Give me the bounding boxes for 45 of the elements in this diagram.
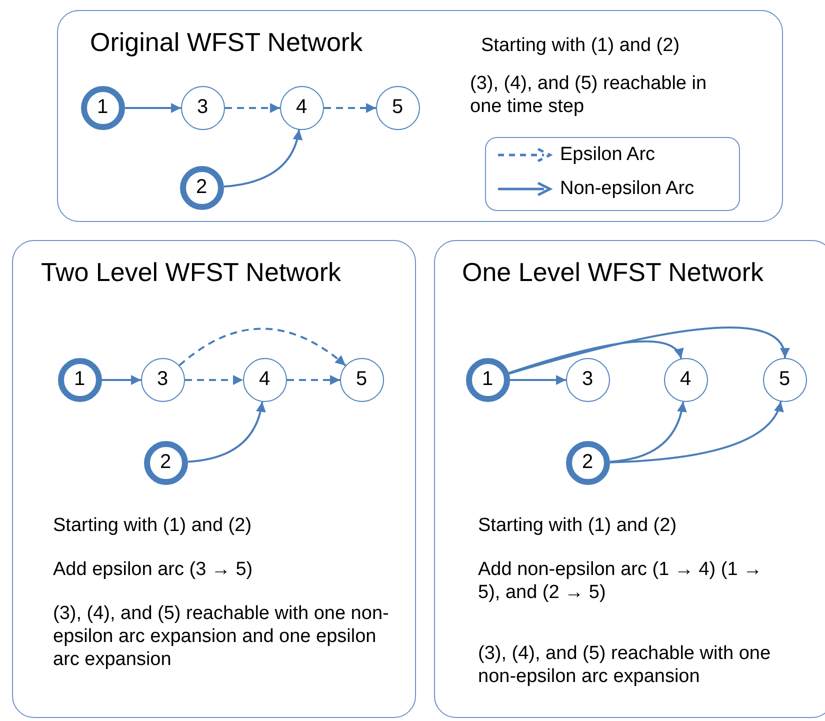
arrow [102,375,141,385]
panel-title: Two Level WFST Network [41,257,342,288]
panel-title: One Level WFST Network [462,257,765,288]
arrow [188,402,266,463]
arrow [510,375,566,385]
arrow [508,326,788,375]
state-circle: 4 [242,358,286,402]
arrow [224,130,302,188]
state-circle: 5 [340,358,384,402]
state-circle: 3 [140,358,184,402]
description-text: Add non-epsilon arc (1 → 4) (1 → 5), and (2 → 5) [478,559,764,605]
arrow [610,401,783,464]
legend-text: Epsilon Arc [560,144,656,166]
state-circle: 1 [466,358,510,402]
description-text: Add epsilon arc (3 → 5) [53,559,254,582]
state-circle: 1 [80,86,124,130]
description-text: (3), (4), and (5) reachable with one non-epsilon arc expansion [478,643,772,689]
description-text: Starting with (1) and (2) [53,515,253,538]
arrow [324,103,376,113]
state-circle: 3 [180,86,224,130]
panel-card [57,10,783,222]
arrow [225,103,280,113]
panel-card [434,240,825,718]
description-text: Starting with (1) and (2) [478,515,678,538]
arrow [125,103,181,113]
state-circle: 2 [180,166,224,210]
state-circle: 2 [144,440,188,484]
state-circle: 5 [762,358,806,402]
arrow [287,375,340,385]
state-circle: 5 [376,86,420,130]
description-text: (3), (4), and (5) reachable in one time step [470,73,708,119]
arrow [185,375,243,385]
legend-text: Non-epsilon Arc [560,178,694,200]
state-circle: 1 [58,358,102,402]
panel-title: Original WFST Network [90,27,364,58]
arrow [610,402,686,463]
description-text: Starting with (1) and (2) [481,35,681,58]
state-circle: 3 [566,358,610,402]
arrow [178,328,346,366]
panel-card [12,240,416,718]
state-circle: 2 [566,440,610,484]
arrow [508,340,682,374]
state-circle: 4 [280,86,324,130]
state-circle: 4 [664,358,708,402]
description-text: (3), (4), and (5) reachable with one non-epsilon arc expansion and one epsilon arc expansion [53,603,390,672]
